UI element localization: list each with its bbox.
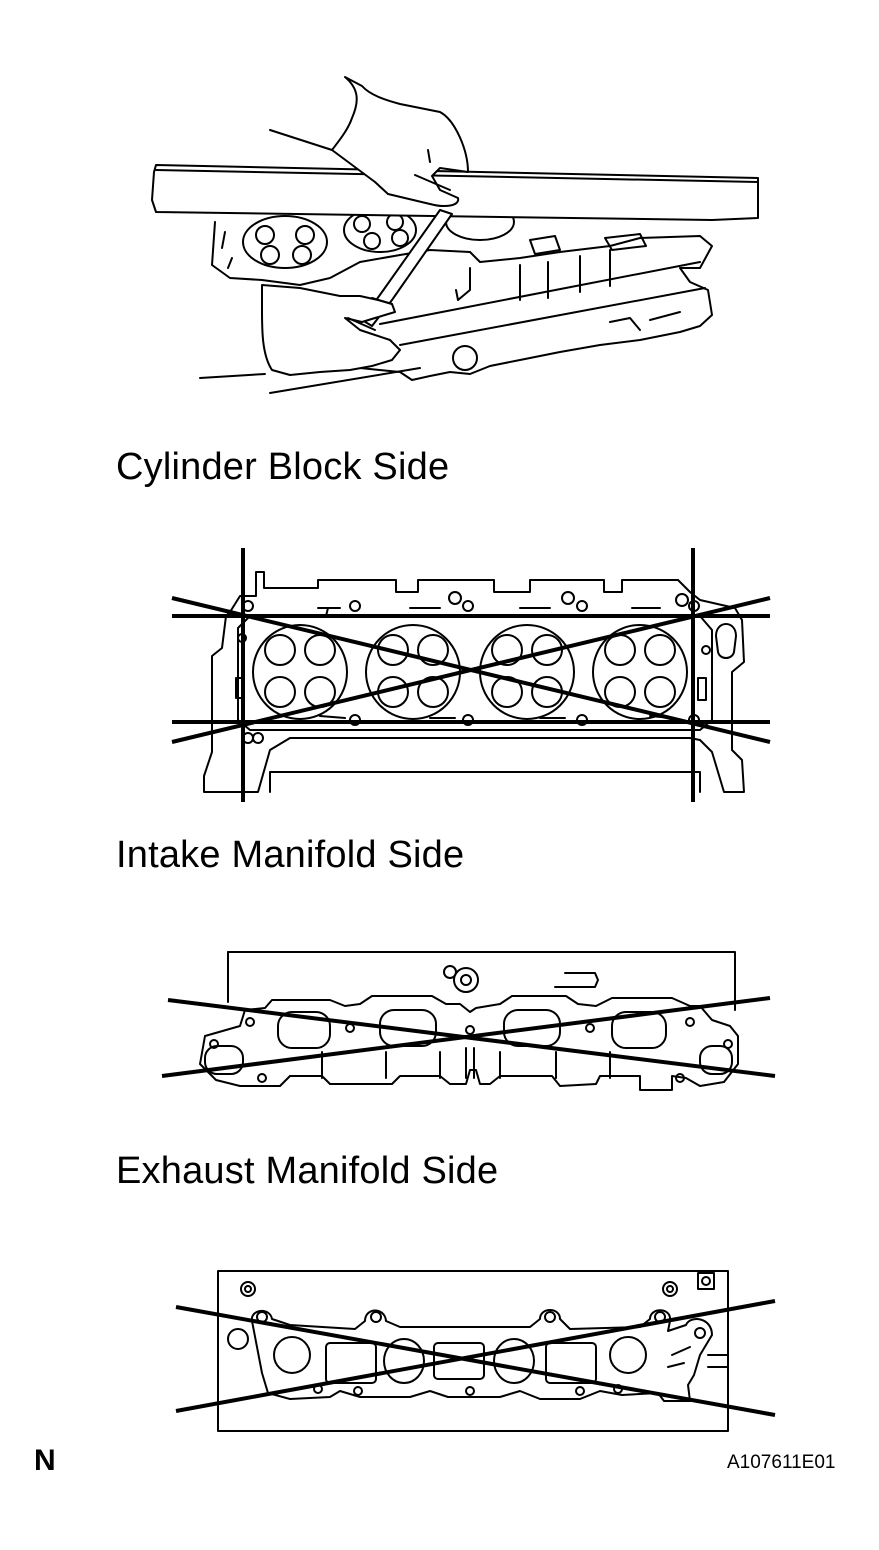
exhaust-gasket-face [250, 1309, 713, 1402]
exhaust-manifold-side-diagram [175, 1270, 776, 1432]
intake-manifold-side-label: Intake Manifold Side [116, 834, 465, 876]
marker-n: N [34, 1444, 56, 1477]
head-deck-outline [203, 571, 745, 793]
upper-hand [331, 76, 469, 207]
figure-code: A107611E01 [727, 1452, 836, 1473]
feeler-gauge [361, 209, 453, 327]
intake-gasket-face [199, 995, 739, 1091]
measurement-lines [161, 996, 776, 1078]
bore-ring-2 [365, 624, 461, 720]
bore-ring-3 [479, 624, 575, 720]
intake-head-outline [227, 951, 736, 1011]
straightedge-check-illustration [151, 76, 759, 394]
exhaust-head-outline [217, 1270, 729, 1432]
measurement-lines [171, 548, 771, 802]
cylinder-block-side-diagram [171, 548, 771, 802]
straight-edge [151, 164, 759, 221]
exhaust-manifold-side-label: Exhaust Manifold Side [116, 1150, 499, 1192]
intake-manifold-side-diagram [161, 951, 776, 1091]
cylinder-block-side-label: Cylinder Block Side [116, 446, 450, 488]
measurement-lines [175, 1299, 776, 1417]
